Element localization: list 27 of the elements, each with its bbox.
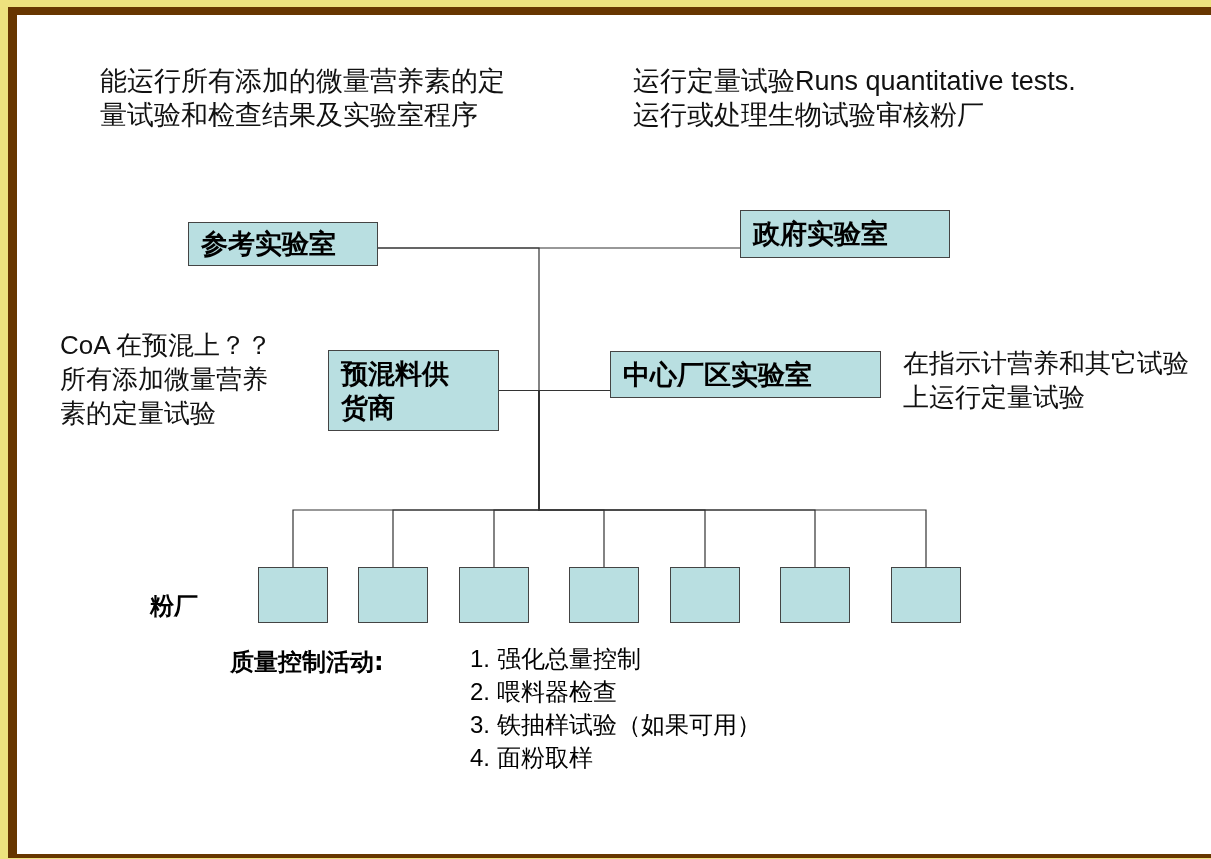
mill-box [258, 567, 328, 623]
description-text: 运行定量试验Runs quantitative tests. [633, 65, 1076, 98]
mill-box [459, 567, 529, 623]
box-label: 参考实验室 [201, 227, 336, 261]
description-text: 在指示计营养和其它试验上运行定量试验 [903, 347, 1190, 414]
lab-box [188, 222, 378, 266]
mill-box [358, 567, 428, 623]
mill-box [891, 567, 961, 623]
section-heading: 质量控制活动: [230, 647, 384, 678]
lab-box [740, 210, 950, 258]
mill-box [670, 567, 740, 623]
box-label: 政府实验室 [753, 217, 888, 251]
description-text: CoA 在预混上？？所有添加微量营养素的定量试验 [60, 329, 274, 430]
box-label: 中心厂区实验室 [623, 357, 812, 392]
description-text: 能运行所有添加的微量营养素的定量试验和检查结果及实验室程序 [100, 65, 506, 132]
list-item: 1. 强化总量控制 [470, 644, 642, 674]
list-item: 3. 铁抽样试验（如果可用） [470, 710, 761, 740]
lab-box [610, 351, 881, 398]
connector-line [377, 247, 540, 392]
row-label: 粉厂 [150, 591, 198, 622]
list-item: 2. 喂料器检查 [470, 677, 618, 707]
box-label: 预混料供货商 [341, 356, 450, 425]
list-item: 4. 面粉取样 [470, 743, 594, 773]
lab-box [328, 350, 499, 431]
mill-box [569, 567, 639, 623]
mill-box [780, 567, 850, 623]
description-text: 运行或处理生物试验审核粉厂 [633, 99, 985, 132]
